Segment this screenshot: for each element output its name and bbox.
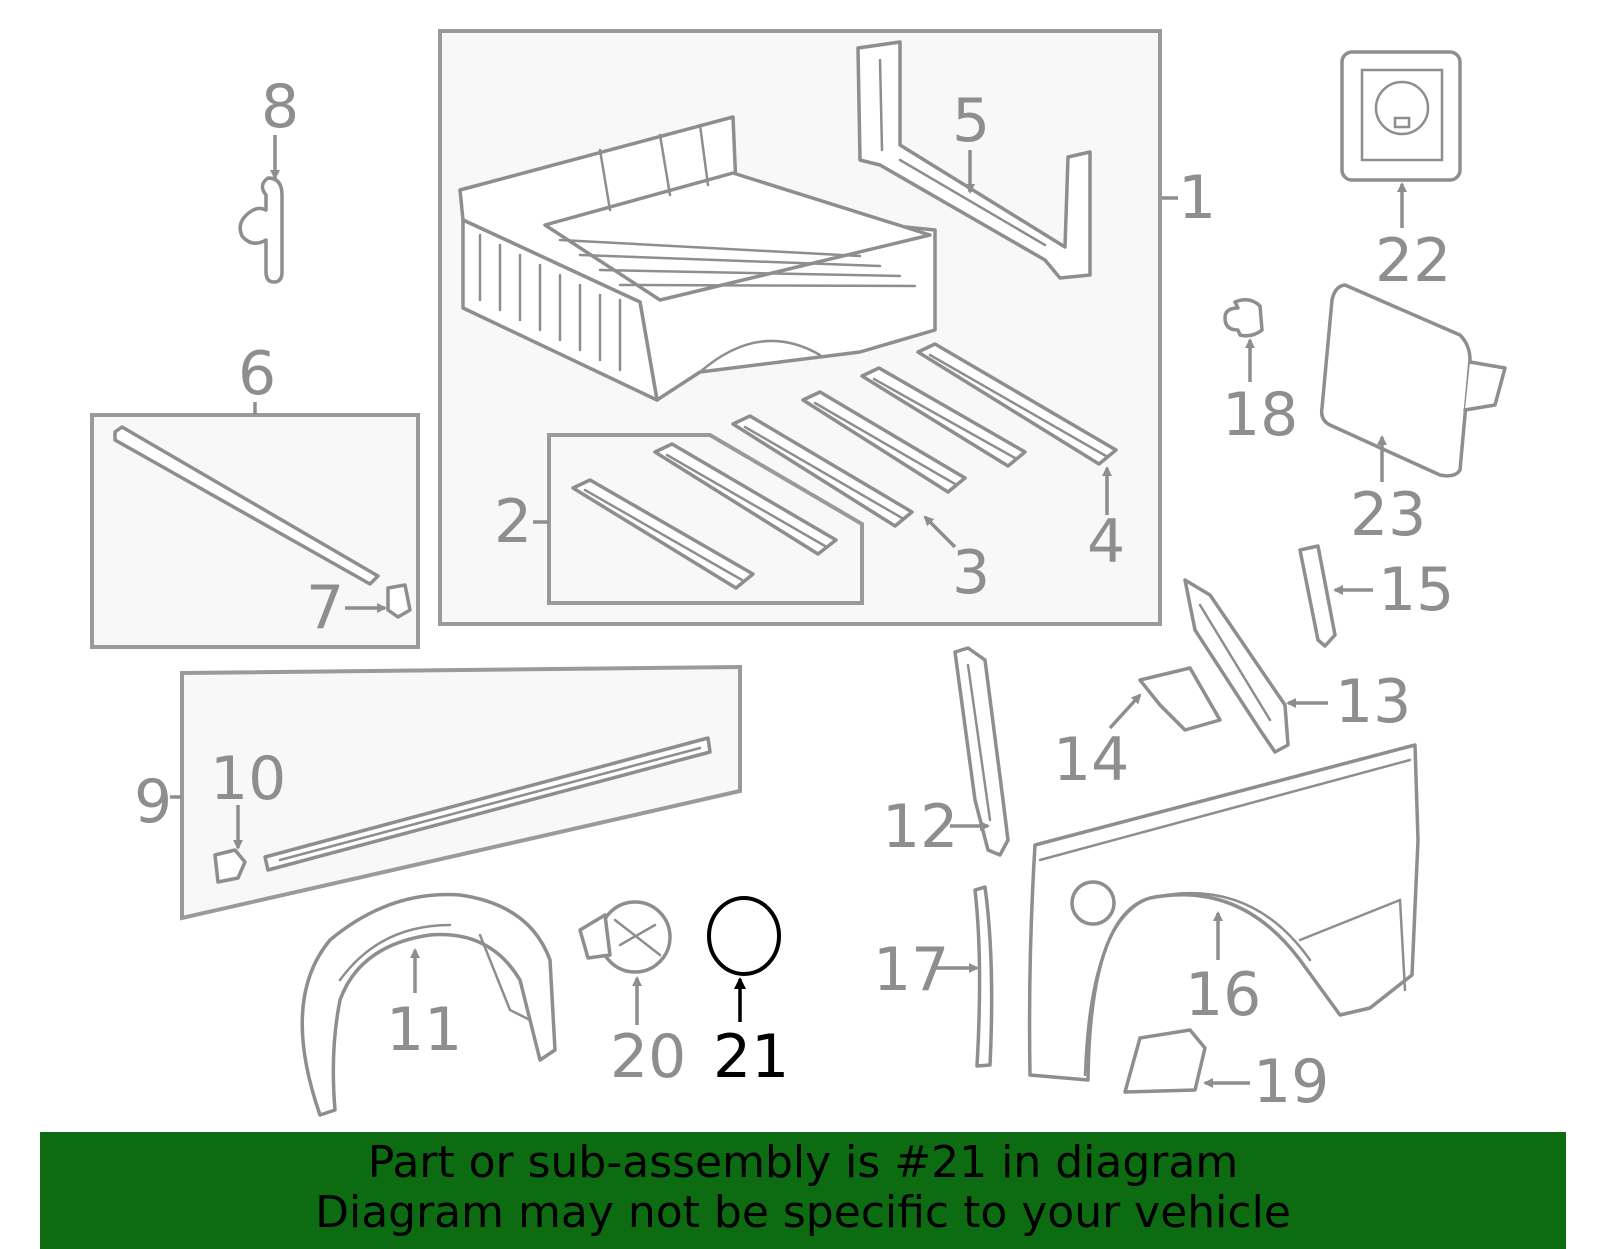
callout-5: 5 (952, 86, 990, 156)
callout-13: 13 (1335, 667, 1411, 737)
callout-16: 16 (1185, 960, 1261, 1030)
callout-14: 14 (1053, 725, 1129, 795)
fuel-door-20-part[interactable] (578, 900, 672, 974)
side-rail-9-part[interactable] (263, 736, 712, 872)
leader-3 (923, 515, 957, 549)
callout-2: 2 (494, 487, 532, 557)
crossmember-4-part[interactable] (916, 342, 1118, 466)
callout-21: 21 (713, 1022, 789, 1092)
callout-18: 18 (1222, 380, 1298, 450)
power-outlet-22-part[interactable] (1340, 50, 1462, 182)
callout-9: 9 (134, 767, 172, 837)
clip-10-part[interactable] (213, 848, 247, 884)
housing-23-part[interactable] (1319, 283, 1507, 478)
splash-shield-19-part[interactable] (1123, 1028, 1207, 1094)
clip-7-part[interactable] (386, 583, 412, 619)
bracket-13-part[interactable] (1183, 578, 1290, 754)
callout-20: 20 (610, 1022, 686, 1092)
leader-14 (1108, 693, 1142, 730)
crossmember-2-part[interactable] (571, 442, 838, 590)
banner-line-part-number: Part or sub-assembly is #21 in diagram (367, 1137, 1239, 1188)
callout-7: 7 (306, 573, 344, 643)
callout-15: 15 (1378, 555, 1454, 625)
banner-line-disclaimer: Diagram may not be specific to your vehi… (315, 1187, 1291, 1238)
callout-22: 22 (1375, 226, 1451, 296)
leader-lines (170, 135, 1407, 1088)
callout-11: 11 (386, 995, 462, 1065)
side-panel-16-part[interactable] (1027, 743, 1420, 1082)
hook-8-part[interactable] (238, 176, 284, 284)
callout-10: 10 (210, 744, 286, 814)
callout-4: 4 (1087, 507, 1125, 577)
callout-17: 17 (873, 935, 949, 1005)
pickup-bed-part[interactable] (458, 115, 937, 402)
bracket-14-part[interactable] (1138, 666, 1222, 732)
callout-1: 1 (1178, 163, 1216, 233)
callout-3: 3 (952, 538, 990, 608)
callout-8: 8 (261, 72, 299, 142)
o-ring-21-part[interactable] (707, 896, 781, 976)
info-banner: Part or sub-assembly is #21 in diagram D… (40, 1132, 1566, 1249)
callout-19: 19 (1253, 1047, 1329, 1117)
weatherstrip-17-part[interactable] (973, 885, 994, 1068)
crossmember-3-part[interactable] (731, 366, 1027, 528)
trim-15-part[interactable] (1298, 544, 1337, 648)
callout-6: 6 (238, 339, 276, 409)
front-reinforcement-5-part[interactable] (856, 40, 1092, 280)
callout-23: 23 (1350, 480, 1426, 550)
callout-12: 12 (882, 792, 958, 862)
wheelhouse-liner-11-part[interactable] (300, 892, 557, 1117)
pillar-12-part[interactable] (953, 646, 1010, 857)
bumper-18-part[interactable] (1223, 298, 1264, 338)
crossmember-group-box (547, 433, 864, 605)
rail-cap-6-part[interactable] (113, 425, 380, 586)
callout-labels: 1 2 3 4 5 6 7 8 9 10 11 12 13 14 15 16 1… (134, 72, 1454, 1117)
